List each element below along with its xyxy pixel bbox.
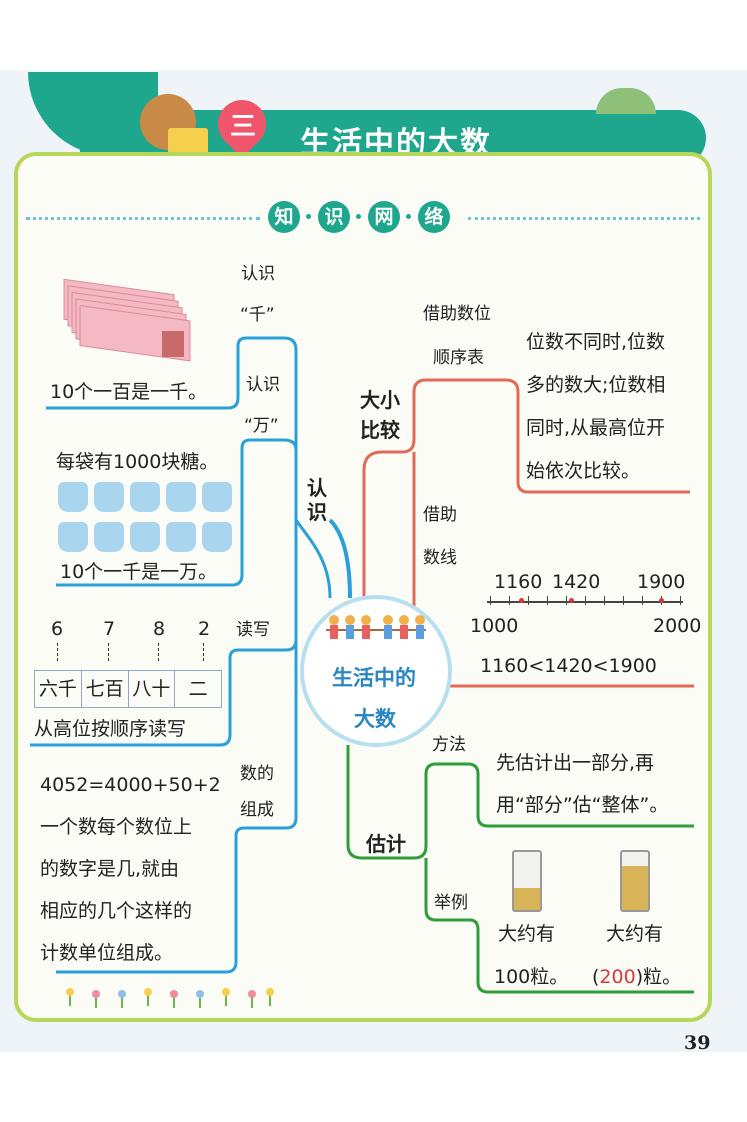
branch-label-recognize: 认 <box>307 476 327 500</box>
branch-label-recognize: 识 <box>307 500 327 524</box>
read-write-label: 读写 <box>236 620 270 640</box>
tick <box>528 596 529 605</box>
jar1-text: 大约有 <box>498 923 556 945</box>
wan-bottom-text: 10个一千是一万。 <box>60 561 218 583</box>
branch-label-estimate: 估计 <box>366 832 406 856</box>
digit: 7 <box>103 618 116 640</box>
qian-text: 10个一百是一千。 <box>50 381 208 403</box>
tug-of-war-icon <box>326 615 426 639</box>
tick <box>604 596 605 605</box>
dotted-divider-left <box>26 217 260 220</box>
qian-label: 认识 <box>241 264 275 284</box>
center-label-line1: 生活中的 <box>332 666 416 690</box>
arrow-icon <box>158 643 159 661</box>
numberline-end: 2000 <box>653 615 702 637</box>
digit: 6 <box>51 618 64 640</box>
page-number: 39 <box>684 1032 711 1054</box>
paren-open: ( <box>592 966 600 988</box>
composition-line: 的数字是几,就由 <box>40 858 180 880</box>
by-table-label: 借助数位 <box>423 304 491 324</box>
compare-rule-line: 位数不同时,位数 <box>526 331 666 353</box>
tick <box>490 596 491 605</box>
read-write-note: 从高位按顺序读写 <box>34 718 187 740</box>
section-title-char: 网 <box>368 201 400 233</box>
by-numberline-label: 数线 <box>423 548 457 568</box>
tick <box>623 596 624 605</box>
table-cell: 二 <box>188 678 208 700</box>
answer-value: 200 <box>599 966 636 988</box>
jar2-text: 大约有 <box>606 923 664 945</box>
jar-icon <box>620 850 650 912</box>
composition-line: 计数单位组成。 <box>40 942 174 964</box>
by-numberline-label: 借助 <box>423 505 457 525</box>
wan-label: 认识 <box>246 375 280 395</box>
tick <box>547 596 548 605</box>
jar2-text: (200)粒。 <box>592 968 681 987</box>
branch-label-compare: 比较 <box>360 418 400 442</box>
dotted-divider-right <box>468 217 700 220</box>
compare-rule-line: 多的数大;位数相 <box>526 374 666 396</box>
composition-label: 数的 <box>240 764 274 784</box>
compare-rule-line: 始依次比较。 <box>526 460 641 482</box>
wan-label: “万” <box>244 416 279 436</box>
tick <box>680 596 681 605</box>
paren-close: )粒。 <box>635 966 682 988</box>
wan-top-text: 每袋有1000块糖。 <box>56 451 219 473</box>
by-table-label: 顺序表 <box>433 348 484 368</box>
method-line: 用“部分”估“整体”。 <box>496 794 669 816</box>
jar1-text: 100粒。 <box>494 966 569 988</box>
composition-label: 组成 <box>240 800 274 820</box>
book-icon <box>168 128 208 156</box>
money-stack-icon <box>63 278 191 362</box>
numberline-mark <box>519 598 524 603</box>
arrow-icon <box>108 643 109 661</box>
numberline-start: 1000 <box>470 615 519 637</box>
numberline-top-label: 1900 <box>637 571 686 593</box>
separator-dot <box>406 214 411 219</box>
section-title-char: 知 <box>268 201 300 233</box>
composition-line: 4052=4000+50+2 <box>40 774 221 796</box>
candy-bags-icon <box>56 478 238 556</box>
qian-label: “千” <box>240 305 275 325</box>
method-line: 先估计出一部分,再 <box>496 752 655 774</box>
numberline-mark <box>569 598 574 603</box>
composition-line: 一个数每个数位上 <box>40 816 193 838</box>
numberline-top-label: 1160 <box>494 571 543 593</box>
place-value-table: 六千 七百 八十 二 <box>34 670 222 708</box>
separator-dot <box>356 214 361 219</box>
arrow-icon <box>57 643 58 661</box>
tick <box>509 596 510 605</box>
numberline-result: 1160<1420<1900 <box>480 655 657 677</box>
digit: 2 <box>198 618 211 640</box>
jar-icon <box>512 850 542 912</box>
table-cell: 六千 <box>35 671 82 707</box>
compare-rule-line: 同时,从最高位开 <box>526 417 666 439</box>
table-cell: 八十 <box>129 671 176 707</box>
section-title-char: 络 <box>418 201 450 233</box>
digit: 8 <box>153 618 166 640</box>
tick <box>642 596 643 605</box>
center-node <box>300 595 452 747</box>
arrow-icon <box>203 643 204 661</box>
table-cell: 七百 <box>82 671 129 707</box>
numberline-top-label: 1420 <box>552 571 601 593</box>
method-label: 方法 <box>432 735 466 755</box>
composition-line: 相应的几个这样的 <box>40 900 193 922</box>
example-label: 举例 <box>434 893 468 913</box>
section-title-char: 识 <box>318 201 350 233</box>
branch-label-compare: 大小 <box>360 388 400 412</box>
tick <box>585 596 586 605</box>
numberline-mark <box>659 598 664 603</box>
unit-marker: 三 <box>230 112 257 142</box>
tick <box>566 596 567 605</box>
separator-dot <box>306 214 311 219</box>
center-label-line2: 大数 <box>354 707 396 731</box>
